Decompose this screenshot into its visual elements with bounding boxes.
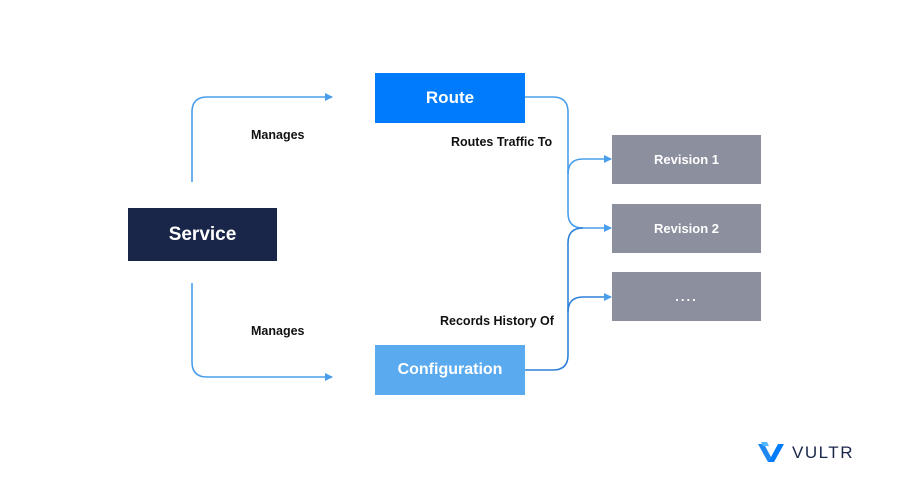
vultr-logo-icon — [758, 442, 784, 462]
edge-label-records-history: Records History Of — [440, 314, 554, 328]
route-node-label: Route — [425, 88, 475, 107]
edge-label-routes-traffic: Routes Traffic To — [451, 135, 553, 149]
vultr-logo: VULTR — [758, 442, 854, 464]
arrow-configuration-to-revision-2 — [567, 227, 584, 312]
revision-more-node: .... — [612, 272, 761, 321]
service-node: Service — [128, 208, 277, 261]
configuration-node-label: Configuration — [397, 361, 503, 378]
route-node: Route — [375, 73, 525, 123]
revision-more-label: .... — [675, 289, 698, 304]
edge-label-manages-configuration: Manages — [251, 324, 305, 338]
configuration-node: Configuration — [375, 345, 525, 395]
revision-2-node: Revision 2 — [612, 204, 761, 253]
arrow-route-to-revision-2 — [525, 96, 612, 232]
edge-label-manages-route: Manages — [251, 128, 305, 142]
revision-2-label: Revision 2 — [653, 221, 720, 236]
arrow-service-to-route — [191, 93, 333, 182]
arrow-route-to-revision-1 — [567, 155, 612, 175]
service-node-label: Service — [168, 223, 237, 245]
vultr-logo-text: VULTR — [792, 443, 854, 462]
arrow-configuration-to-revisions — [525, 293, 612, 371]
revision-1-node: Revision 1 — [612, 135, 761, 184]
arrow-service-to-configuration — [191, 283, 333, 381]
revision-1-label: Revision 1 — [653, 152, 720, 167]
